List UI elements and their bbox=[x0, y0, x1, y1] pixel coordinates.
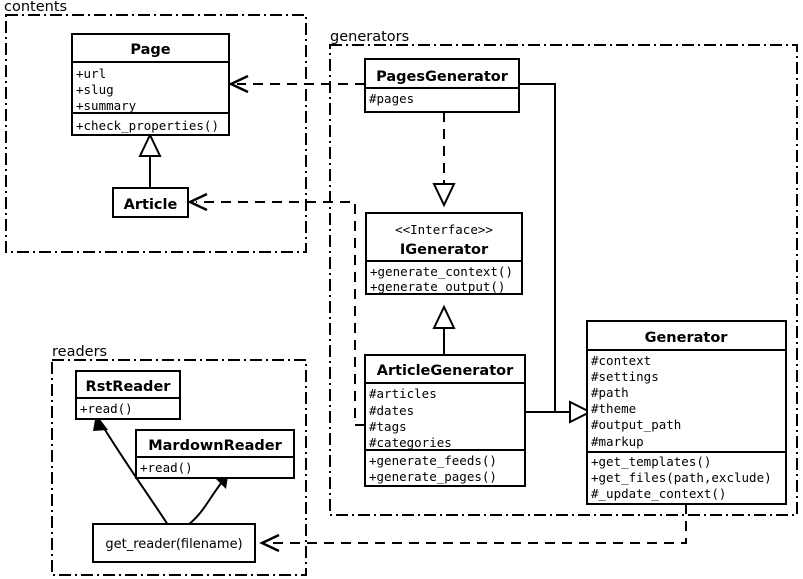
relation-pagesgenerator-extends-generator bbox=[519, 83, 571, 413]
package-readers-label: readers bbox=[52, 344, 107, 360]
class-pagesgenerator-attribute: #pages bbox=[369, 91, 414, 106]
class-pagesgenerator[interactable]: PagesGenerator #pages bbox=[364, 58, 520, 113]
class-article-title: Article bbox=[124, 197, 178, 213]
class-articlegenerator[interactable]: ArticleGenerator #articles #dates #tags … bbox=[364, 354, 526, 487]
class-page-operation: +check_properties() bbox=[76, 118, 219, 133]
class-page-title: Page bbox=[130, 42, 170, 58]
package-generators-border bbox=[329, 44, 798, 516]
class-articlegenerator-attribute: #dates bbox=[369, 403, 414, 418]
class-rstreader[interactable]: RstReader +read() bbox=[75, 370, 181, 420]
class-mardownreader-title: MardownReader bbox=[148, 438, 282, 454]
class-igenerator-operation: +generate_context() bbox=[370, 264, 513, 279]
class-generator-attribute: #path bbox=[591, 385, 629, 400]
relation-articlegenerator-extends-igenerator bbox=[432, 304, 456, 355]
class-generator-attribute: #output_path bbox=[591, 417, 681, 432]
class-articlegenerator-operation: +generate_feeds() bbox=[369, 453, 497, 468]
package-contents: contents bbox=[4, 0, 307, 253]
class-page[interactable]: Page +url +slug +summary +check_properti… bbox=[71, 33, 230, 136]
class-articlegenerator-attribute: #categories bbox=[369, 435, 452, 450]
class-articlegenerator-title: ArticleGenerator bbox=[377, 363, 514, 379]
package-readers: readers bbox=[51, 344, 307, 576]
package-generators: generators bbox=[329, 29, 798, 516]
class-article[interactable]: Article bbox=[112, 187, 189, 218]
class-generator-attribute: #context bbox=[591, 353, 651, 368]
class-generator-operation: +get_files(path,exclude) bbox=[591, 470, 772, 485]
class-mardownreader[interactable]: MardownReader +read() bbox=[135, 429, 295, 479]
relation-pagesgenerator-realizes-igenerator bbox=[432, 112, 456, 208]
class-mardownreader-operation: +read() bbox=[140, 460, 193, 475]
class-igenerator[interactable]: <<Interface>> IGenerator +generate_conte… bbox=[365, 212, 523, 295]
class-articlegenerator-attribute: #articles bbox=[369, 386, 437, 401]
class-generator-operation: #_update_context() bbox=[591, 486, 726, 501]
class-pagesgenerator-title: PagesGenerator bbox=[376, 69, 509, 85]
class-rstreader-operation: +read() bbox=[80, 401, 133, 416]
class-igenerator-title: IGenerator bbox=[400, 242, 489, 258]
class-igenerator-operation: +generate_output() bbox=[370, 279, 505, 294]
class-page-box bbox=[71, 33, 230, 136]
relation-generator-uses-get-reader bbox=[259, 504, 687, 553]
package-generators-label: generators bbox=[330, 29, 409, 45]
class-page-attribute: +summary bbox=[76, 98, 137, 113]
relation-article-extends-page bbox=[138, 132, 162, 190]
class-page-attribute: +url bbox=[76, 66, 106, 81]
class-generator[interactable]: Generator #context #settings #path #them… bbox=[586, 320, 787, 505]
class-articlegenerator-operation: +generate_pages() bbox=[369, 469, 497, 484]
class-articlegenerator-attribute: #tags bbox=[369, 419, 407, 434]
package-readers-border bbox=[51, 359, 307, 576]
class-generator-attribute: #settings bbox=[591, 369, 659, 384]
package-contents-label: contents bbox=[4, 0, 67, 15]
relation-pagesgenerator-uses-page bbox=[228, 74, 365, 94]
function-get-reader[interactable]: get_reader(filename) bbox=[92, 523, 256, 563]
class-generator-title: Generator bbox=[645, 330, 729, 346]
class-generator-attribute: #theme bbox=[591, 401, 636, 416]
class-generator-attribute: #markup bbox=[591, 434, 644, 449]
class-igenerator-box bbox=[365, 212, 523, 295]
class-rstreader-title: RstReader bbox=[86, 379, 172, 395]
class-rstreader-box bbox=[75, 370, 181, 420]
class-article-box bbox=[112, 187, 189, 218]
function-get-reader-label: get_reader(filename) bbox=[105, 537, 242, 552]
class-generator-box bbox=[586, 320, 787, 505]
package-contents-border bbox=[5, 14, 307, 253]
class-page-attribute: +slug bbox=[76, 82, 114, 97]
relation-articlegenerator-extends-generator bbox=[525, 400, 593, 424]
class-pagesgenerator-box bbox=[364, 58, 520, 113]
class-igenerator-stereotype: <<Interface>> bbox=[395, 222, 493, 237]
class-articlegenerator-box bbox=[364, 354, 526, 487]
function-get-reader-box bbox=[92, 523, 256, 563]
relation-articlegenerator-uses-article bbox=[187, 192, 365, 426]
class-generator-operation: +get_templates() bbox=[591, 454, 711, 469]
class-mardownreader-box bbox=[135, 429, 295, 479]
